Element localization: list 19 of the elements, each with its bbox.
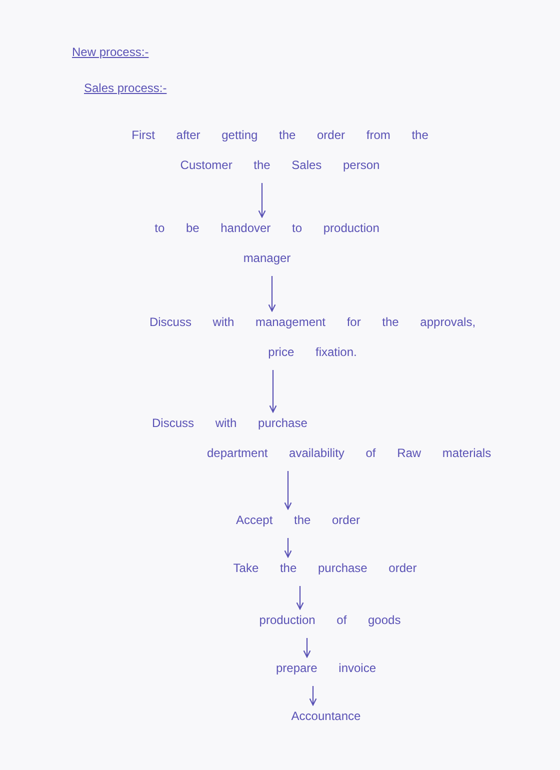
process-step-text: Take the purchase order: [215, 553, 435, 583]
process-step-text: Discuss with management for the approvals, price fixation.: [140, 307, 485, 367]
heading: New process:-: [72, 44, 149, 60]
arrow: [269, 370, 277, 413]
process-step-text: Accept the order: [208, 505, 388, 535]
arrow: [268, 276, 276, 312]
subheading: Sales process:-: [84, 80, 167, 96]
arrow: [303, 638, 311, 658]
arrow: [284, 471, 292, 510]
arrow: [309, 686, 317, 706]
process-step-text: Accountance: [251, 701, 401, 731]
process-step-text: production of goods: [230, 605, 430, 635]
process-step-text: to be handover to production manager: [142, 213, 392, 273]
process-step-text: Discuss with purchase department availability of Raw materials: [152, 408, 532, 468]
arrow: [284, 538, 292, 558]
arrow: [258, 183, 266, 218]
process-step-text: prepare invoice: [236, 653, 416, 683]
process-step-text: First after getting the order from the Customer the Sales person: [120, 120, 440, 180]
arrow: [296, 586, 304, 610]
